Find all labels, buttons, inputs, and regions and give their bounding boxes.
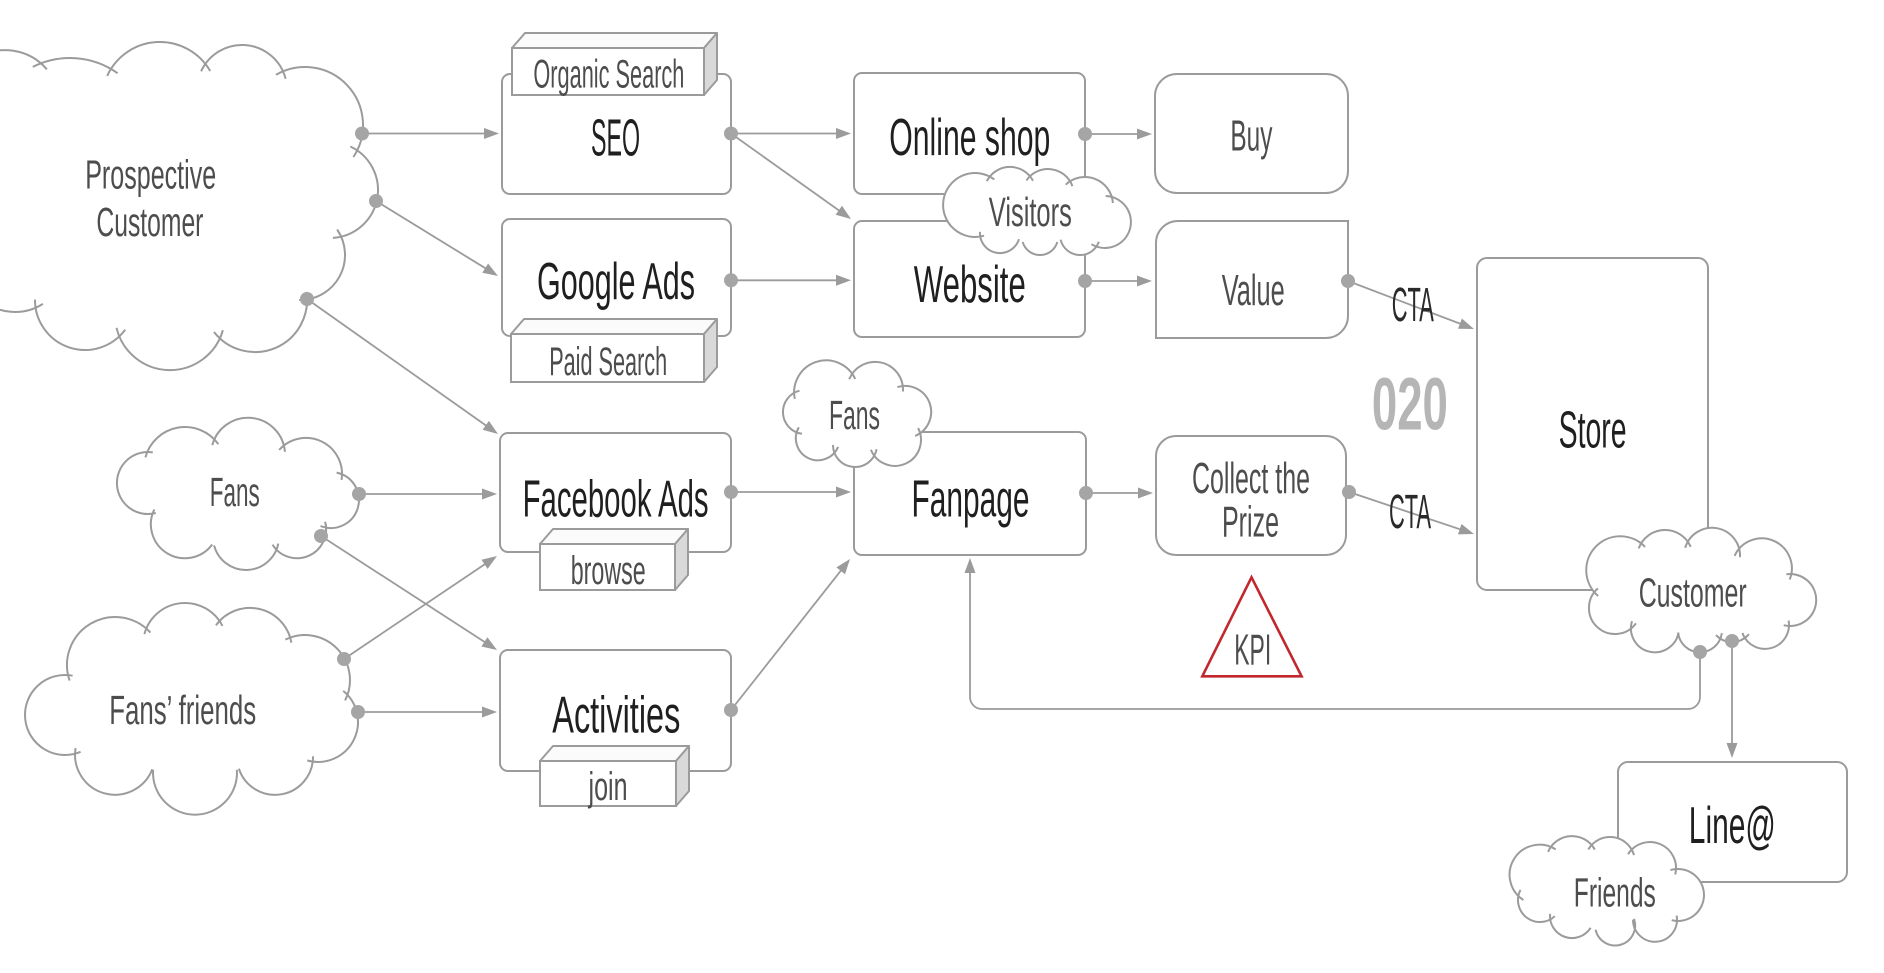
svg-text:Value: Value [1222,266,1285,315]
svg-text:SEO: SEO [591,109,640,167]
svg-text:Fans: Fans [829,392,880,438]
svg-text:Fans’ friends: Fans’ friends [109,687,256,733]
svg-text:Prize: Prize [1222,498,1279,547]
svg-text:Visitors: Visitors [989,189,1072,235]
svg-text:CTA: CTA [1389,486,1431,539]
svg-text:Fans: Fans [210,469,260,515]
svg-text:Google Ads: Google Ads [537,253,695,311]
svg-text:browse: browse [571,549,646,593]
svg-text:Online shop: Online shop [889,109,1050,167]
svg-text:Store: Store [1559,402,1627,460]
svg-text:Facebook Ads: Facebook Ads [523,471,709,529]
svg-text:020: 020 [1372,363,1448,446]
svg-text:Paid Search: Paid Search [549,340,667,384]
svg-text:join: join [588,765,628,809]
svg-text:Customer: Customer [1639,569,1747,615]
svg-text:KPI: KPI [1234,625,1271,674]
svg-text:CTA: CTA [1392,279,1434,332]
svg-text:Collect the: Collect the [1192,454,1310,503]
svg-text:Website: Website [914,256,1026,314]
svg-text:Fanpage: Fanpage [912,470,1030,528]
svg-text:Friends: Friends [1574,870,1656,916]
svg-text:Customer: Customer [96,199,203,245]
svg-text:Line@: Line@ [1689,797,1776,855]
svg-text:Organic Search: Organic Search [533,53,684,97]
svg-text:Activities: Activities [552,687,680,745]
svg-text:Buy: Buy [1230,112,1272,161]
svg-text:Prospective: Prospective [85,152,216,198]
